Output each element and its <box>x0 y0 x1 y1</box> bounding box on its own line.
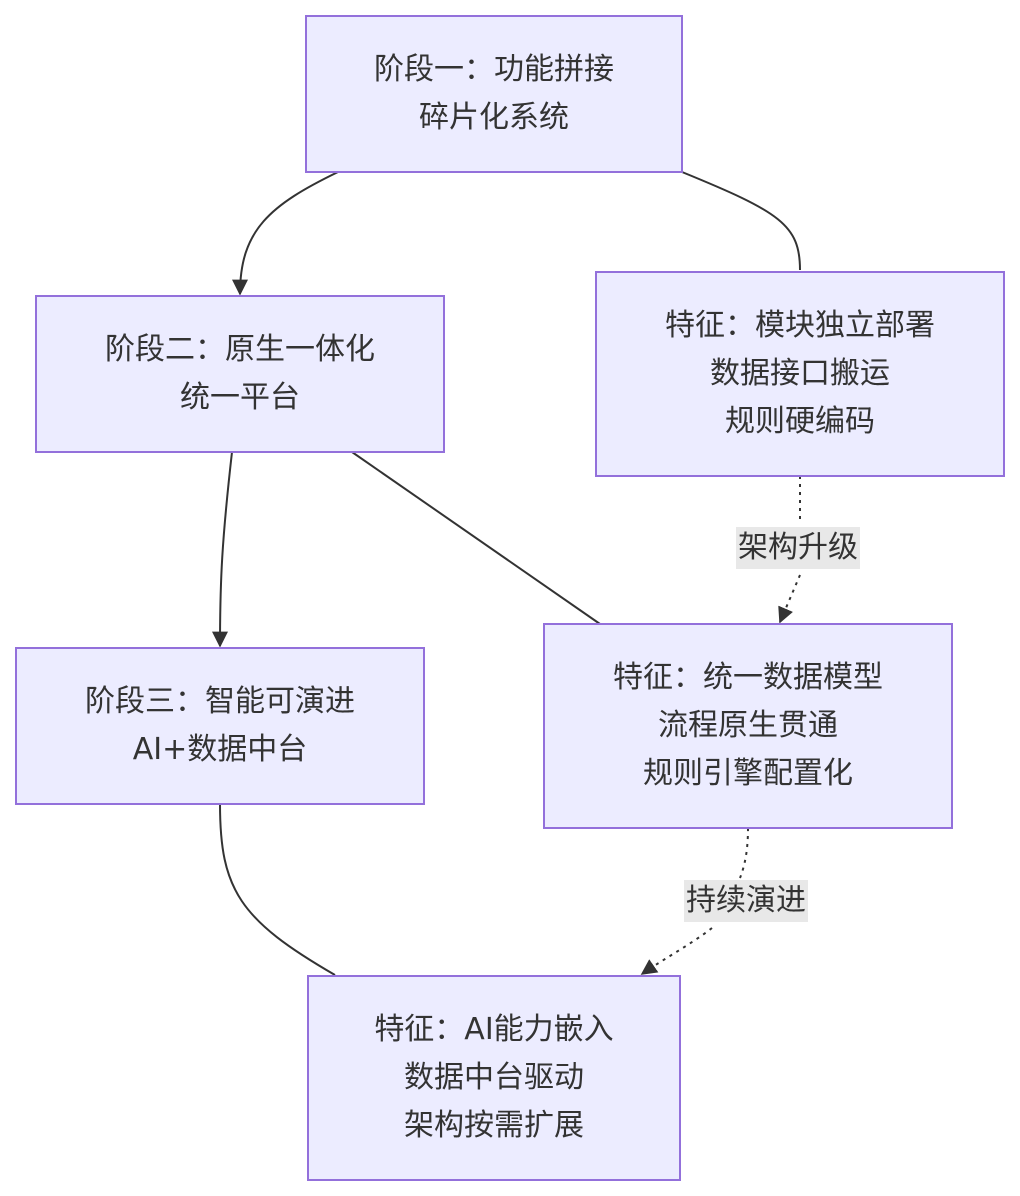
edge-stage2-to-feature2 <box>351 451 601 625</box>
edge-stage2-to-stage3 <box>212 451 233 648</box>
node-feature2-line2: 流程原生贯通 <box>658 708 838 743</box>
node-stage3: 阶段三：智能可演进 AI+数据中台 <box>15 647 425 805</box>
node-feature2: 特征：统一数据模型 流程原生贯通 规则引擎配置化 <box>543 623 953 829</box>
node-feature1-line3: 规则硬编码 <box>725 404 875 439</box>
node-feature3: 特征：AI能力嵌入 数据中台驱动 架构按需扩展 <box>307 975 681 1181</box>
node-feature1-line1: 特征：模块独立部署 <box>665 308 935 343</box>
node-stage3-line1: 阶段三：智能可演进 <box>85 684 355 719</box>
node-stage1-line1: 阶段一：功能拼接 <box>374 52 614 87</box>
node-stage1-line2: 碎片化系统 <box>419 100 569 135</box>
edge-stage1-to-feature1 <box>681 171 801 271</box>
node-feature1-line2: 数据接口搬运 <box>710 356 890 391</box>
edge-feature2-to-feature3 <box>642 827 749 974</box>
node-feature2-line1: 特征：统一数据模型 <box>613 660 883 695</box>
node-stage2: 阶段二：原生一体化 统一平台 <box>35 295 445 453</box>
node-feature3-line3: 架构按需扩展 <box>404 1108 584 1143</box>
node-feature3-line2: 数据中台驱动 <box>404 1060 584 1095</box>
edge-feature1-to-feature2 <box>780 476 801 622</box>
node-stage3-line2: AI+数据中台 <box>132 732 308 767</box>
node-feature2-line3: 规则引擎配置化 <box>643 756 853 791</box>
node-stage1: 阶段一：功能拼接 碎片化系统 <box>305 15 683 173</box>
edge-label-upgrade: 架构升级 <box>736 527 860 569</box>
node-feature3-line1: 特征：AI能力嵌入 <box>374 1012 614 1047</box>
edge-label-evolve: 持续演进 <box>684 880 808 922</box>
node-stage2-line2: 统一平台 <box>180 380 300 415</box>
node-stage2-line1: 阶段二：原生一体化 <box>105 332 375 367</box>
edge-stage3-to-feature3 <box>219 803 336 976</box>
edge-stage1-to-stage2 <box>232 171 339 296</box>
node-feature1: 特征：模块独立部署 数据接口搬运 规则硬编码 <box>595 271 1005 477</box>
